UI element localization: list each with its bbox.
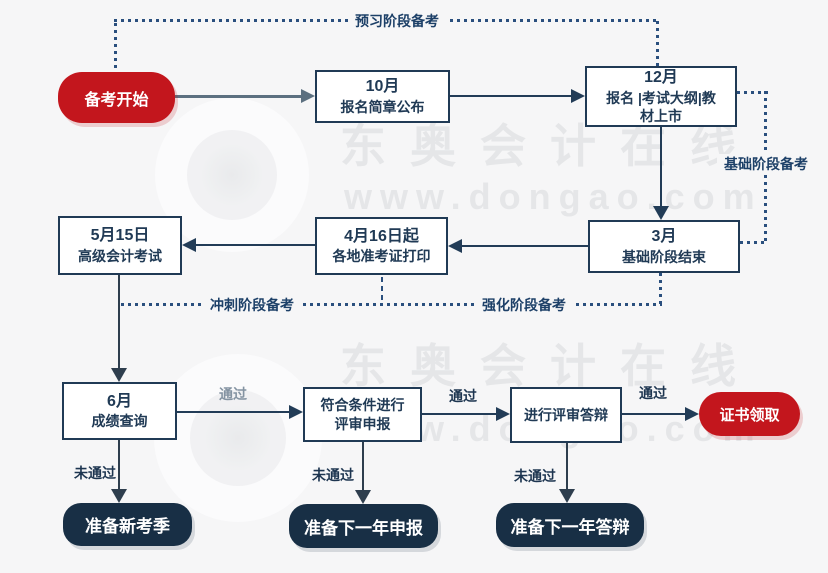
basic-stage-label: 基础阶段备考 <box>717 154 815 174</box>
watermark-brand-text: 东奥会计在线 <box>340 340 760 392</box>
arrowhead <box>653 206 669 220</box>
node-may-title: 5月15日 <box>90 227 150 244</box>
arrow-oct-to-dec <box>450 95 571 97</box>
preview-stage-dotted-line <box>656 21 659 66</box>
node-next-year-apply-pill: 准备下一年申报 <box>289 504 438 548</box>
node-april-title: 4月16日起 <box>344 227 419 245</box>
fail-label: 未通过 <box>514 468 556 484</box>
intensify-stage-label: 强化阶段备考 <box>475 295 573 315</box>
arrow-jun-to-new-season <box>118 440 120 489</box>
arrowhead <box>355 490 371 504</box>
node-certificate-label: 证书领取 <box>719 406 780 424</box>
pass-label: 通过 <box>449 388 477 404</box>
node-review-defense-text: 进行评审答辩 <box>524 406 608 423</box>
watermark-circle-logo <box>206 406 270 470</box>
node-next-year-defense-pill: 准备下一年答辩 <box>496 503 644 547</box>
arrowhead <box>448 239 462 253</box>
node-october-title: 10月 <box>365 78 400 95</box>
preview-stage-label: 预习阶段备考 <box>348 11 446 31</box>
node-start-label: 备考开始 <box>84 91 149 109</box>
node-review-defense: 进行评审答辩 <box>510 387 622 443</box>
arrow-apr-to-may <box>196 244 315 246</box>
arrowhead <box>301 89 315 103</box>
watermark-brand-text: 东奥会计在线 <box>340 120 760 172</box>
node-march-title: 3月 <box>651 228 677 245</box>
node-new-season-label: 准备新考季 <box>85 517 170 536</box>
sprint-stage-label: 冲刺阶段备考 <box>203 295 301 315</box>
arrow-may-to-jun <box>118 275 120 369</box>
node-may: 5月15日 高级会计考试 <box>58 216 182 275</box>
node-october: 10月 报名简章公布 <box>315 70 450 123</box>
node-review-apply: 符合条件进行 评审申报 <box>303 387 422 442</box>
arrow-mar-to-apr <box>462 245 588 247</box>
arrowhead <box>289 405 303 419</box>
node-next-year-defense-label: 准备下一年答辩 <box>510 517 630 537</box>
april-dashed-line <box>381 277 383 304</box>
fail-label: 未通过 <box>312 467 354 483</box>
arrow-defense-to-next-defense <box>566 443 568 489</box>
node-march: 3月 基础阶段结束 <box>588 220 740 273</box>
node-december: 12月 报名 |考试大纲|教 材上市 <box>585 66 737 127</box>
node-certificate-pill: 证书领取 <box>699 392 800 436</box>
node-review-apply-text: 符合条件进行 <box>320 397 405 414</box>
fail-label: 未通过 <box>74 465 116 481</box>
node-review-apply-text: 评审申报 <box>334 415 391 432</box>
node-june-text: 成绩查询 <box>91 413 148 430</box>
node-next-year-apply-label: 准备下一年申报 <box>304 518 423 538</box>
node-december-text: 报名 |考试大纲|教 <box>606 89 716 106</box>
arrow-start-to-oct <box>175 95 301 98</box>
arrow-defense-to-cert <box>622 413 685 415</box>
watermark-url-text: www.dongao.com <box>344 176 763 217</box>
arrow-dec-to-mar <box>660 127 662 207</box>
node-new-season-pill: 准备新考季 <box>63 503 192 546</box>
pass-label: 通过 <box>639 385 667 401</box>
node-april: 4月16日起 各地准考证打印 <box>315 217 448 275</box>
arrowhead <box>559 489 575 503</box>
basic-stage-dotted-line <box>740 241 767 244</box>
node-october-text: 报名简章公布 <box>340 98 425 115</box>
arrow-apply-to-next-apply <box>362 442 364 490</box>
bottom-stage-dotted-line <box>121 303 662 306</box>
basic-stage-dotted-line <box>737 91 768 94</box>
arrowhead <box>571 89 585 103</box>
node-december-title: 12月 <box>644 68 678 86</box>
arrowhead <box>182 238 196 252</box>
arrowhead <box>685 407 699 421</box>
node-june-title: 6月 <box>107 392 132 410</box>
arrow-apply-to-defense <box>422 413 496 415</box>
pass-label: 通过 <box>219 386 247 402</box>
watermark-circle-logo <box>202 145 262 205</box>
arrow-jun-to-apply <box>177 411 289 413</box>
node-start-pill: 备考开始 <box>58 72 175 123</box>
arrowhead <box>496 407 510 421</box>
node-may-text: 高级会计考试 <box>78 247 162 264</box>
arrowhead <box>111 489 127 503</box>
preview-stage-dotted-line <box>114 23 117 72</box>
arrowhead <box>111 368 127 382</box>
node-march-text: 基础阶段结束 <box>622 248 706 265</box>
intensify-stage-dotted-line <box>659 273 662 305</box>
node-june: 6月 成绩查询 <box>62 382 177 440</box>
node-april-text: 各地准考证打印 <box>332 248 431 265</box>
node-december-text: 材上市 <box>640 107 682 124</box>
